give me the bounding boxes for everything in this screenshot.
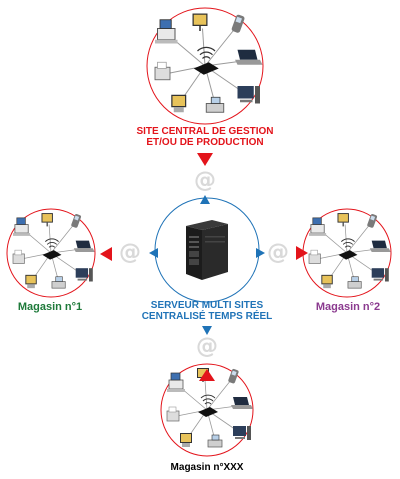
- store3-circle: [160, 363, 254, 457]
- arrow-to-store3: [199, 369, 215, 381]
- central-site-circle: [146, 7, 264, 125]
- at-symbol-top: @: [194, 168, 216, 193]
- central-site-label: SITE CENTRAL DE GESTION ET/OU DE PRODUCT…: [105, 126, 305, 148]
- at-symbol-bottom: @: [196, 334, 218, 359]
- arrow-to-store2: [296, 246, 308, 260]
- arrow-to-central: [197, 153, 213, 166]
- server-circle: [154, 197, 260, 303]
- arrow-down: [202, 326, 212, 335]
- at-symbol-left: @: [119, 240, 141, 265]
- store2-label: Magasin n°2: [315, 301, 381, 313]
- tower-server-icon: [186, 220, 228, 280]
- store1-label: Magasin n°1: [17, 301, 83, 313]
- server-label-line1: SERVEUR MULTI SITES: [150, 300, 264, 311]
- central-site-label-line1: SITE CENTRAL DE GESTION: [136, 126, 274, 137]
- at-symbol-right: @: [267, 240, 289, 265]
- store1-circle: [6, 208, 96, 298]
- central-site-label-line2: ET/OU DE PRODUCTION: [146, 137, 264, 148]
- server-label: SERVEUR MULTI SITES CENTRALISÉ TEMPS RÉE…: [107, 300, 307, 322]
- blue-arrows: [149, 195, 265, 335]
- red-arrows: [100, 153, 308, 381]
- arrow-right: [256, 248, 265, 258]
- store2-circle: [302, 208, 392, 298]
- arrow-left: [149, 248, 158, 258]
- server-label-line2: CENTRALISÉ TEMPS RÉEL: [141, 311, 273, 322]
- arrow-to-store1: [100, 247, 112, 261]
- store3-label: Magasin n°XXX: [170, 462, 244, 473]
- arrow-up: [200, 195, 210, 204]
